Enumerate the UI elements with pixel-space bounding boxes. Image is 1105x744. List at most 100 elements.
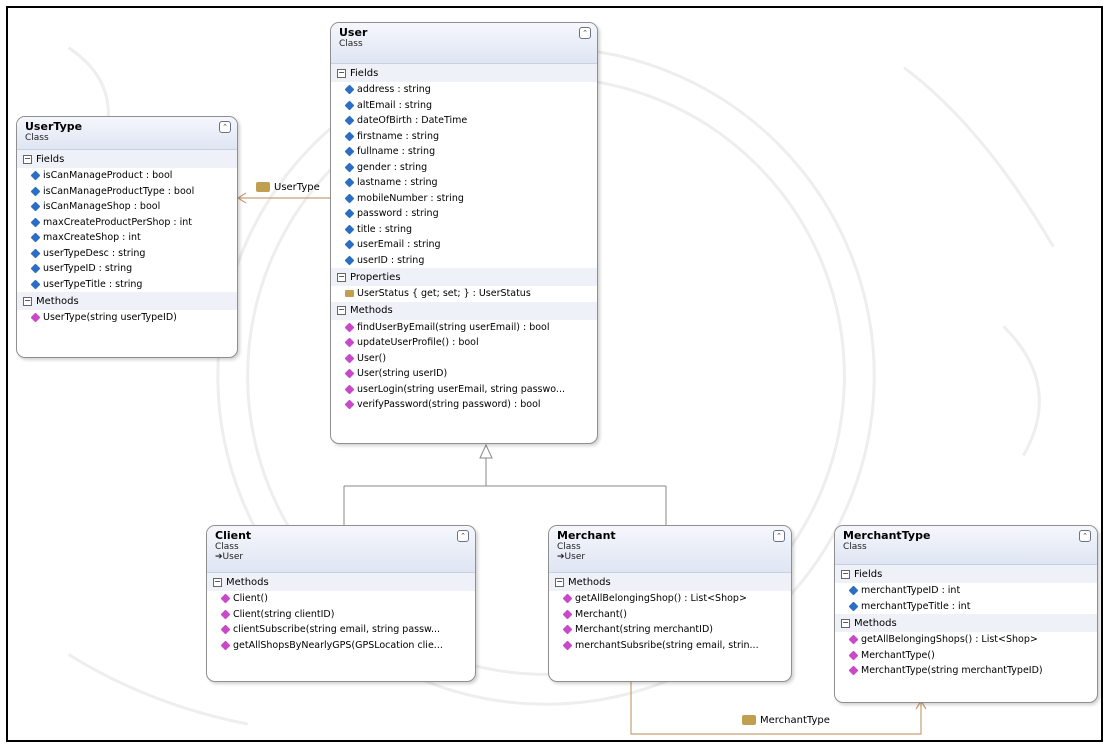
- collapse-icon[interactable]: ⌃: [219, 121, 231, 133]
- class-client[interactable]: Client Class ➔User ⌃ −Methods Client()Cl…: [206, 525, 476, 682]
- class-user[interactable]: User Class ⌃ −Fields address : string alt…: [330, 22, 598, 444]
- association-label-text: UserType: [274, 182, 320, 193]
- class-header[interactable]: UserType Class ⌃: [17, 117, 237, 150]
- field-item[interactable]: maxCreateShop : int: [17, 230, 237, 246]
- section-toggle-icon[interactable]: −: [337, 67, 346, 78]
- class-name: UserType: [25, 120, 83, 133]
- class-merchanttype[interactable]: MerchantType Class ⌃ −Fields merchantTyp…: [834, 525, 1098, 703]
- class-kind: Class: [339, 39, 363, 49]
- method-icon: [563, 594, 572, 603]
- method-item[interactable]: MerchantType(): [835, 648, 1097, 664]
- member-text: address : string: [357, 84, 431, 95]
- member-text: userEmail : string: [357, 239, 441, 250]
- field-item[interactable]: merchantTypeID : int: [835, 583, 1097, 599]
- method-item[interactable]: UserType(string userTypeID): [17, 310, 237, 326]
- section-methods[interactable]: −Methods: [331, 301, 597, 320]
- field-item[interactable]: userEmail : string: [331, 237, 597, 253]
- section-toggle-icon[interactable]: −: [213, 576, 222, 587]
- section-fields[interactable]: −Fields: [17, 150, 237, 168]
- class-header[interactable]: Merchant Class ➔User ⌃: [549, 526, 791, 573]
- field-icon: [31, 280, 40, 289]
- field-item[interactable]: maxCreateProductPerShop : int: [17, 215, 237, 231]
- method-icon: [31, 313, 40, 322]
- section-toggle-icon[interactable]: −: [23, 295, 32, 306]
- field-item[interactable]: title : string: [331, 222, 597, 238]
- section-methods[interactable]: −Methods: [835, 614, 1097, 632]
- collapse-icon[interactable]: ⌃: [773, 530, 785, 542]
- method-item[interactable]: getAllBelongingShops() : List<Shop>: [835, 632, 1097, 648]
- section-methods[interactable]: −Methods: [549, 573, 791, 591]
- method-item[interactable]: Client(): [207, 591, 475, 607]
- method-item[interactable]: verifyPassword(string password) : bool: [331, 397, 597, 413]
- field-item[interactable]: dateOfBirth : DateTime: [331, 113, 597, 129]
- method-item[interactable]: updateUserProfile() : bool: [331, 335, 597, 351]
- section-methods[interactable]: −Methods: [17, 292, 237, 310]
- method-item[interactable]: User(): [331, 351, 597, 367]
- method-item[interactable]: Merchant(string merchantID): [549, 622, 791, 638]
- section-toggle-icon[interactable]: −: [337, 271, 346, 282]
- field-item[interactable]: gender : string: [331, 160, 597, 176]
- field-item[interactable]: isCanManageProductType : bool: [17, 184, 237, 200]
- member-text: getAllBelongingShops() : List<Shop>: [861, 634, 1038, 645]
- field-item[interactable]: userTypeDesc : string: [17, 246, 237, 262]
- member-text: MerchantType(): [861, 649, 935, 661]
- method-item[interactable]: merchantSubsribe(string email, strin...: [549, 638, 791, 654]
- member-text: isCanManageProductType : bool: [43, 185, 195, 197]
- field-item[interactable]: password : string: [331, 206, 597, 222]
- field-item[interactable]: userID : string: [331, 253, 597, 269]
- method-item[interactable]: userLogin(string userEmail, string passw…: [331, 382, 597, 398]
- association-label-text: MerchantType: [760, 715, 830, 726]
- field-item[interactable]: merchantTypeTitle : int: [835, 599, 1097, 615]
- section-toggle-icon[interactable]: −: [841, 568, 850, 579]
- method-item[interactable]: Client(string clientID): [207, 607, 475, 623]
- class-kind: Class: [25, 133, 49, 143]
- section-toggle-icon[interactable]: −: [337, 305, 346, 315]
- method-item[interactable]: User(string userID): [331, 366, 597, 382]
- class-merchant[interactable]: Merchant Class ➔User ⌃ −Methods getAllBe…: [548, 525, 792, 682]
- collapse-icon[interactable]: ⌃: [579, 27, 591, 39]
- field-item[interactable]: isCanManageProduct : bool: [17, 168, 237, 184]
- association-label-usertype[interactable]: UserType: [256, 182, 320, 193]
- member-text: userID : string: [357, 254, 425, 266]
- section-fields[interactable]: −Fields: [331, 64, 597, 82]
- section-methods[interactable]: −Methods: [207, 573, 475, 591]
- section-toggle-icon[interactable]: −: [841, 617, 850, 628]
- connectors: [236, 192, 927, 735]
- method-icon: [849, 666, 858, 675]
- field-item[interactable]: altEmail : string: [331, 98, 597, 114]
- collapse-icon[interactable]: ⌃: [1079, 530, 1091, 542]
- field-item[interactable]: isCanManageShop : bool: [17, 199, 237, 215]
- method-item[interactable]: Merchant(): [549, 607, 791, 623]
- association-label-merchanttype[interactable]: MerchantType: [742, 715, 830, 726]
- field-item[interactable]: userTypeTitle : string: [17, 277, 237, 293]
- field-item[interactable]: userTypeID : string: [17, 261, 237, 277]
- method-item[interactable]: findUserByEmail(string userEmail) : bool: [331, 320, 597, 336]
- method-item[interactable]: getAllShopsByNearlyGPS(GPSLocation clie.…: [207, 638, 475, 654]
- section-fields[interactable]: −Fields: [835, 565, 1097, 583]
- class-header[interactable]: Client Class ➔User ⌃: [207, 526, 475, 573]
- member-text: userTypeDesc : string: [43, 247, 146, 259]
- method-item[interactable]: clientSubscribe(string email, string pas…: [207, 622, 475, 638]
- section-toggle-icon[interactable]: −: [23, 153, 32, 164]
- field-item[interactable]: fullname : string: [331, 144, 597, 160]
- method-item[interactable]: getAllBelongingShop() : List<Shop>: [549, 591, 791, 607]
- property-item[interactable]: UserStatus { get; set; } : UserStatus: [331, 286, 597, 302]
- field-item[interactable]: address : string: [331, 82, 597, 98]
- section-properties[interactable]: −Properties: [331, 268, 597, 286]
- class-header[interactable]: MerchantType Class ⌃: [835, 526, 1097, 565]
- base-class: ➔User: [557, 552, 586, 562]
- member-text: userLogin(string userEmail, string passw…: [357, 383, 565, 395]
- section-toggle-icon[interactable]: −: [555, 576, 564, 587]
- field-item[interactable]: firstname : string: [331, 129, 597, 145]
- method-icon: [345, 323, 354, 332]
- method-item[interactable]: MerchantType(string merchantTypeID): [835, 663, 1097, 679]
- class-header[interactable]: User Class ⌃: [331, 23, 597, 64]
- member-text: dateOfBirth : DateTime: [357, 115, 468, 126]
- field-item[interactable]: mobileNumber : string: [331, 191, 597, 207]
- field-item[interactable]: lastname : string: [331, 175, 597, 191]
- member-text: maxCreateProductPerShop : int: [43, 216, 192, 228]
- collapse-icon[interactable]: ⌃: [457, 530, 469, 542]
- method-icon: [345, 369, 354, 378]
- class-usertype[interactable]: UserType Class ⌃ −Fields isCanManageProd…: [16, 116, 238, 358]
